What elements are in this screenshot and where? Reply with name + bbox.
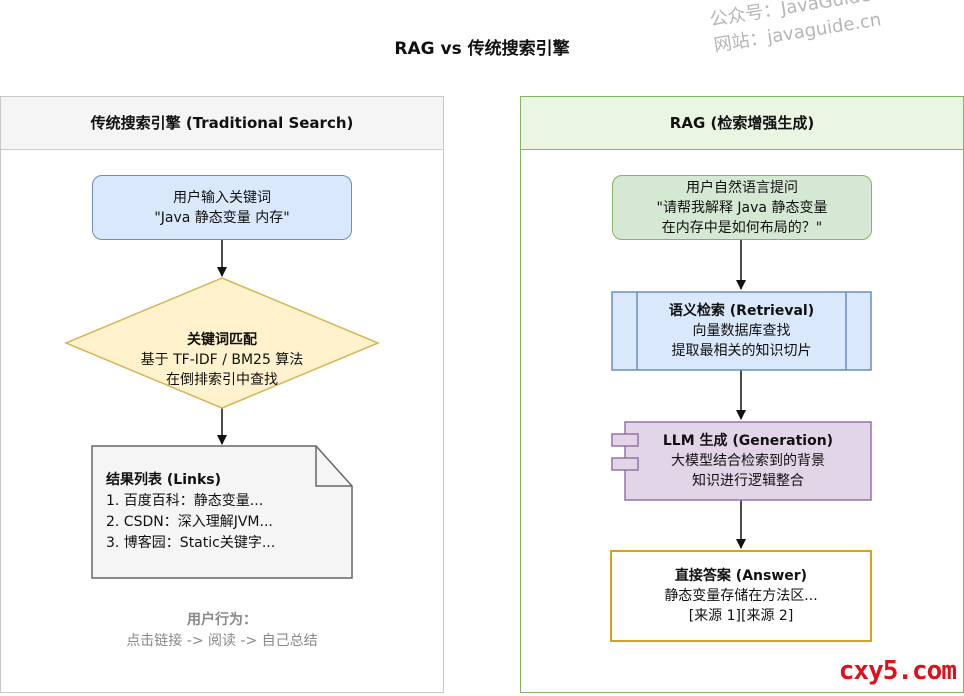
query-line-1: 用户输入关键词 [173,189,271,206]
results-item: 3. 博客园：Static关键字... [106,535,276,551]
retrieval-title: 语义检索 (Retrieval) [668,303,815,319]
component-tab-top [611,433,639,447]
component-tab-bottom [611,457,639,471]
results-title: 结果列表 (Links) [106,472,222,488]
user-keyword-input-box: 用户输入关键词 "Java 静态变量 内存" [92,175,352,240]
generation-line-1: 大模型结合检索到的背景 [671,453,825,469]
retrieval-line-1: 向量数据库查找 [692,323,791,339]
behavior-title: 用户行为： [187,612,257,628]
question-line-2: "请帮我解释 Java 静态变量 [656,199,828,216]
retrieval-process-box [611,291,872,371]
keyword-match-text: 关键词匹配 基于 TF-IDF / BM25 算法 在倒排索引中查找 [68,314,376,406]
behavior-text: 点击链接 -> 阅读 -> 自己总结 [126,633,318,649]
answer-title: 直接答案 (Answer) [674,568,808,584]
answer-line-2: [来源 1][来源 2] [688,608,794,624]
user-question-box: 用户自然语言提问 "请帮我解释 Java 静态变量 在内存中是如何布局的？" [612,175,872,240]
keyword-match-diamond [64,277,380,409]
retrieval-line-2: 提取最相关的知识切片 [671,343,812,359]
results-list: 结果列表 (Links) 1. 百度百科：静态变量... 2. CSDN：深入理… [106,470,346,554]
generation-component-box [624,421,872,501]
answer-line-1: 静态变量存储在方法区... [664,588,818,604]
match-line-1: 基于 TF-IDF / BM25 算法 [140,352,304,368]
results-document-shape [91,445,353,579]
results-document-fold [315,446,352,487]
match-title: 关键词匹配 [187,332,257,348]
generation-text: LLM 生成 (Generation) 大模型结合检索到的背景 知识进行逻辑整合 [625,422,871,500]
question-line-3: 在内存中是如何布局的？" [661,219,823,236]
question-line-1: 用户自然语言提问 [686,179,798,196]
query-line-2: "Java 静态变量 内存" [154,209,290,226]
generation-line-2: 知识进行逻辑整合 [692,473,804,489]
site-watermark: cxy5.com [838,656,957,686]
generation-title: LLM 生成 (Generation) [662,433,834,449]
rag-header: RAG (检索增强生成) [521,97,963,150]
results-item: 2. CSDN：深入理解JVM... [106,514,273,530]
user-behavior-note: 用户行为： 点击链接 -> 阅读 -> 自己总结 [80,610,364,652]
retrieval-text: 语义检索 (Retrieval) 向量数据库查找 提取最相关的知识切片 [637,292,846,370]
traditional-search-header: 传统搜索引擎 (Traditional Search) [1,97,443,150]
direct-answer-box: 直接答案 (Answer) 静态变量存储在方法区... [来源 1][来源 2] [610,550,872,642]
results-item: 1. 百度百科：静态变量... [106,493,264,509]
diagram-title: RAG vs 传统搜索引擎 [394,39,570,59]
match-line-2: 在倒排索引中查找 [166,372,278,388]
